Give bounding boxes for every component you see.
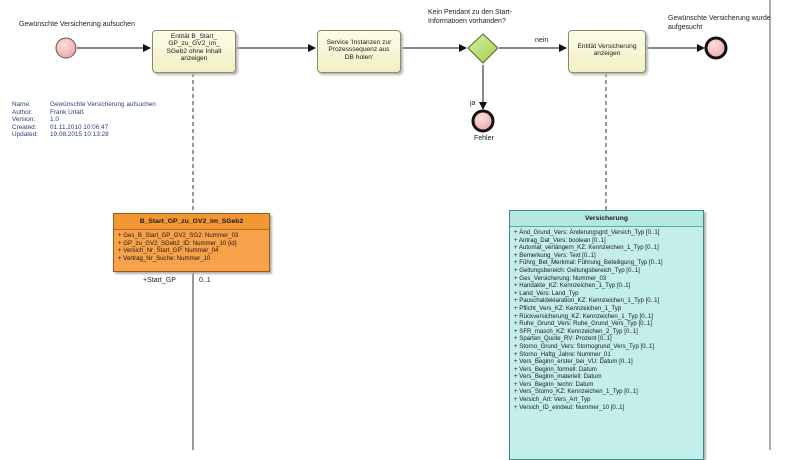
class-attribute: + Pflicht_Vers_KZ: Kennzeichen_1_Typ — [514, 304, 622, 312]
class-attribute: + Vers_Beginn_materiell: Datum — [514, 373, 602, 381]
metadata-value: 01.11.2010 10:06:47 — [50, 123, 109, 131]
metadata-value: Gewünschte Versicherung aufsuchen — [50, 101, 156, 108]
task-label-line: DB holen' — [344, 53, 374, 61]
end-event[interactable] — [704, 36, 728, 60]
class-attribute: + Storno_Haftg_Jahre: Nummer_01 — [514, 350, 611, 358]
class-attribute: + SFR_masch_KZ: Kennzeichen_2_Typ [0..1] — [514, 327, 638, 335]
class-attribute: + Versich_ID_eindeut: Nummer_10 [0..1] — [514, 403, 625, 411]
metadata-value: 19.08.2015 10:13:28 — [50, 131, 109, 139]
start-event[interactable] — [55, 37, 77, 59]
class-attribute: + Führg_Bet_Merkmal: Führung_Beteiligung… — [514, 259, 663, 267]
class-attribute: + Land_Vers: Land_Typ — [514, 289, 579, 297]
flow-label-ja: ja — [470, 100, 476, 107]
task-entity-b-start[interactable]: Entität B_Start_ GP_zu_GV2_im_ SGeb2 ohn… — [152, 30, 236, 73]
gateway-label: Kein Pendant zu den Start- Informatioen … — [428, 9, 512, 26]
flow-label-nein: nein — [535, 37, 549, 44]
class-attribute: + Vers_Storno_KZ: Kennzeichen_1_Typ [0..… — [514, 388, 638, 396]
task-service-instanzen[interactable]: Service 'Instanzen zur Prozesssequenz au… — [317, 30, 401, 73]
class-attribute: + Ges_B_Start_GP_GV2_SG2: Nummer_03 — [118, 232, 239, 239]
metadata-key: Name: — [12, 101, 31, 108]
metadata-value: 1.0 — [50, 116, 59, 124]
class-attribute: + Sparten_Quote_RV: Prozent [0..1] — [514, 335, 612, 343]
class-attribute: + Vers_Beginn_erster_bei_VU: Datum [0..1… — [514, 358, 633, 366]
task-label-line: anzeigen — [180, 55, 208, 63]
end-event-label: Gewünschte Versicherung wurde aufgesucht — [668, 15, 771, 31]
task-entity-versicherung[interactable]: Entität Versicherung anzeigen — [568, 30, 646, 73]
metadata-row: Updated: 19.08.2015 10:13:28 — [12, 131, 156, 139]
metadata-row: Version: 1.0 — [12, 116, 156, 124]
start-event-label: Gewünschte Versicherung aufsuchen — [19, 21, 135, 28]
task-label-line: SGeb2 ohne Inhalt — [166, 47, 222, 55]
task-label-line: GP_zu_GV2_im_ — [168, 40, 220, 48]
association-role-label: +Start_GP — [143, 277, 176, 284]
metadata-row: Author: Frank Urlaß — [12, 109, 156, 117]
class-attribute: + Versich_Art: Vers_Art_Typ — [514, 396, 591, 404]
task-label-line: anzeigen — [593, 50, 621, 58]
error-event-label: Fehler — [474, 135, 494, 142]
class-attribute: + Geltungsbereich: Geltungsbereich_Typ [… — [514, 266, 640, 274]
class-attribute: + Vers_Beginn_techn: Datum — [514, 380, 594, 388]
class-attribute: + Pauschaldeklaration_KZ: Kennzeichen_1_… — [514, 297, 660, 305]
class-attribute: + Bemerkung_Vers: Text [0..1] — [514, 251, 596, 259]
error-end-event[interactable] — [471, 109, 495, 133]
metadata-key: Author: — [12, 108, 33, 116]
metadata-row: Created: 01.11.2010 10:06:47 — [12, 124, 156, 132]
class-attribute: + Handakte_KZ: Kennzeichen_1_Typ [0..1] — [514, 282, 631, 290]
class-attribute: + Änd_Grund_Vers: Änderungsgrd_Versich_T… — [514, 229, 660, 236]
diagram-metadata: Name: Gewünschte Versicherung aufsuchen A… — [12, 101, 156, 139]
class-attribute: + Antrag_Dat_Vers: boolean [0..1] — [514, 236, 606, 244]
gateway-label-line: Kein Pendant zu den Start- — [428, 9, 513, 16]
metadata-key: Created: — [12, 123, 37, 131]
class-name: Versicherung — [510, 211, 703, 227]
gateway-label-line: Informatioen vorhanden? — [428, 17, 506, 25]
exclusive-gateway[interactable] — [467, 33, 499, 64]
class-attribute: + Vers_Beginn_formell: Datum — [514, 365, 597, 373]
class-attribute: + Rückversicherung_KZ: Kennzeichen_1_Typ… — [514, 312, 654, 320]
class-attributes: + Ges_B_Start_GP_GV2_SG2: Nummer_03 + GP… — [114, 230, 269, 264]
class-attribute: + Storno_Grund_Vers: Stornogrund_Vers_Ty… — [514, 342, 655, 350]
association-multiplicity-label: 0..1 — [199, 277, 211, 284]
task-label-line: Entität B_Start_ — [170, 33, 218, 40]
task-label-line: Prozesssequenz aus — [328, 46, 390, 54]
metadata-value: Frank Urlaß — [50, 108, 84, 116]
class-name: B_Start_GP_zu_GV2_im_SGeb2 — [114, 214, 269, 230]
metadata-key: Updated: — [12, 131, 38, 139]
task-label-line: Entität Versicherung — [577, 43, 637, 50]
diagram-canvas — [55, 0, 771, 450]
class-attribute: + GP_zu_GV2_SGeb2_ID: Nummer_10 {id} — [118, 239, 237, 247]
class-attribute: + Ges_Versicherung: Nummer_03 — [514, 274, 607, 282]
task-label-line: Service 'Instanzen zur — [326, 39, 392, 46]
class-attribute: + Automat_verlängern_KZ: Kennzeichen_1_T… — [514, 244, 659, 252]
metadata-row: Name: Gewünschte Versicherung aufsuchen — [12, 101, 156, 109]
class-attribute: + Versich_Nr_Start_GP: Nummer_04 — [118, 247, 219, 255]
metadata-key: Version: — [12, 116, 36, 124]
class-attribute: + Vertrag_Nr_Suche: Nummer_10 — [118, 254, 211, 262]
class-versicherung[interactable]: Versicherung + Änd_Grund_Vers: Änderungs… — [509, 210, 704, 460]
class-attribute: + Ruhe_Grund_Vers: Ruhe_Grund_Vers_Typ [… — [514, 320, 653, 328]
class-b-start-gp[interactable]: B_Start_GP_zu_GV2_im_SGeb2 + Ges_B_Start… — [113, 213, 270, 272]
class-attributes: + Änd_Grund_Vers: Änderungsgrd_Versich_T… — [510, 227, 703, 413]
